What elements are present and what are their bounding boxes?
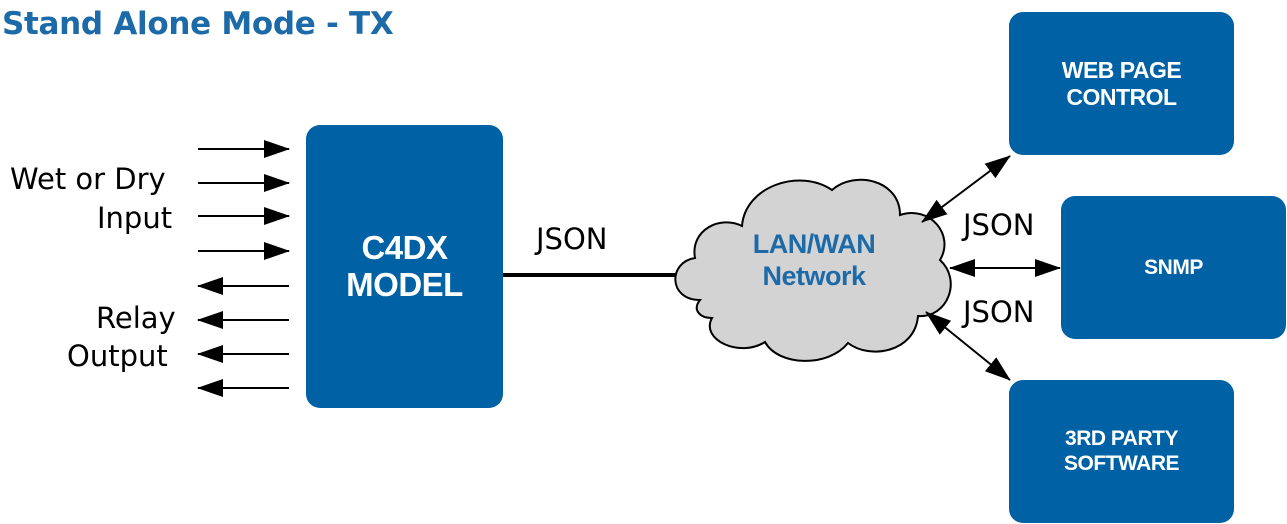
input-arrows xyxy=(198,140,290,260)
network-cloud xyxy=(674,178,952,362)
network-label-line2: Network xyxy=(762,261,866,292)
third-party-label-line2: SOFTWARE xyxy=(1064,451,1180,475)
snmp-label: SNMP xyxy=(1144,255,1203,279)
client-link-label-lower: JSON xyxy=(963,295,1035,329)
client-link-label-upper: JSON xyxy=(963,208,1035,242)
third-party-link-arrow xyxy=(925,311,1011,381)
c4dx-device-box: C4DX MODEL xyxy=(306,125,503,408)
third-party-software-box: 3RD PARTY SOFTWARE xyxy=(1009,380,1234,523)
network-label-line1: LAN/WAN xyxy=(752,229,876,259)
outputs-label-line1: Relay xyxy=(96,301,176,335)
third-party-label-line1: 3RD PARTY xyxy=(1065,427,1178,451)
device-link-label: JSON xyxy=(536,222,608,256)
device-name-line2: MODEL xyxy=(346,265,463,303)
inputs-label-line1: Wet or Dry xyxy=(10,162,166,196)
web-link-arrow xyxy=(921,155,1011,223)
outputs-label-line2: Output xyxy=(67,339,168,373)
web-page-control-label: WEB PAGE CONTROL xyxy=(1061,56,1182,110)
output-arrows xyxy=(197,277,289,397)
diagram-title: Stand Alone Mode - TX xyxy=(2,6,394,42)
network-label: LAN/WAN Network xyxy=(724,228,904,293)
inputs-label-line2: Input xyxy=(97,201,173,235)
device-name-line1: C4DX xyxy=(361,228,448,266)
web-page-control-box: WEB PAGE CONTROL xyxy=(1009,12,1234,155)
snmp-box: SNMP xyxy=(1061,196,1286,339)
